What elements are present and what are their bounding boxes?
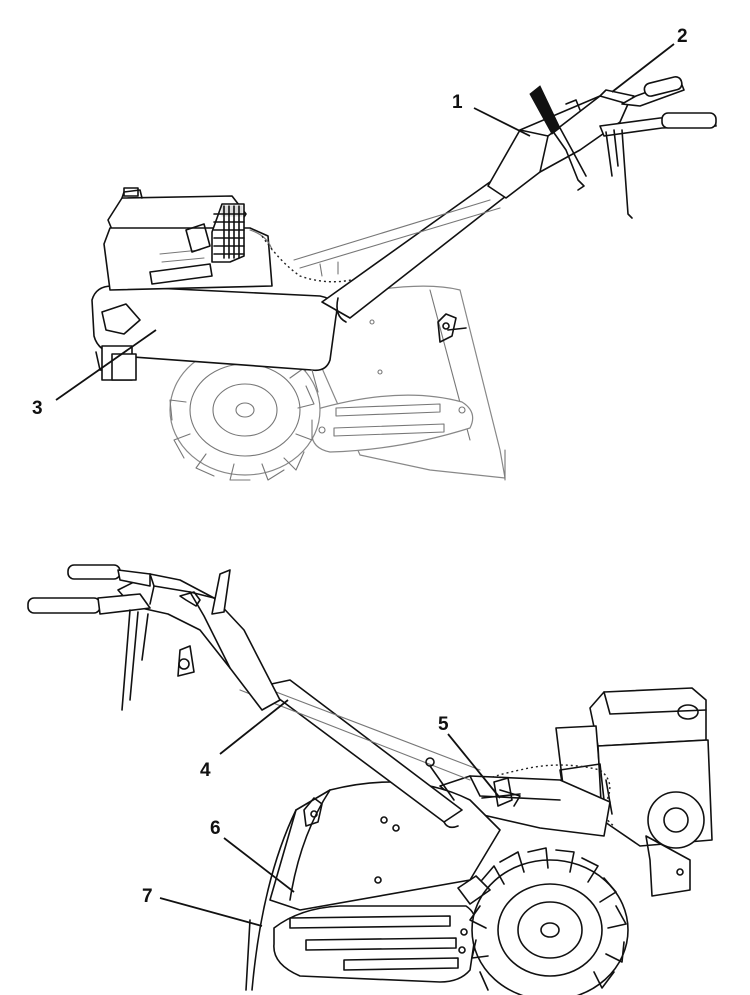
bottom-handlebar — [27, 564, 481, 829]
callout-3: 3 — [32, 398, 43, 419]
top-tine-shield — [311, 394, 474, 453]
bottom-wheel — [457, 847, 629, 995]
bottom-engine — [555, 687, 713, 897]
top-depth-latch — [437, 313, 467, 343]
bottom-callouts: 4 5 6 7 — [142, 699, 501, 927]
callout-5: 5 — [438, 714, 449, 735]
top-tiller-view: 1 2 3 — [32, 26, 717, 481]
bottom-shift-lever — [425, 757, 521, 807]
bottom-tine-shield — [273, 905, 478, 983]
callout-1: 1 — [452, 92, 463, 113]
top-engine — [103, 187, 273, 291]
top-belt-cover — [91, 285, 338, 393]
top-handlebar — [293, 76, 717, 323]
callout-7: 7 — [142, 886, 153, 907]
top-callouts: 1 2 3 — [32, 26, 688, 419]
bottom-tiller-view: 4 5 6 7 — [27, 564, 713, 995]
bottom-hood-latch — [303, 797, 323, 827]
callout-4: 4 — [200, 760, 211, 781]
callout-2: 2 — [677, 26, 688, 47]
callout-6: 6 — [210, 818, 221, 839]
